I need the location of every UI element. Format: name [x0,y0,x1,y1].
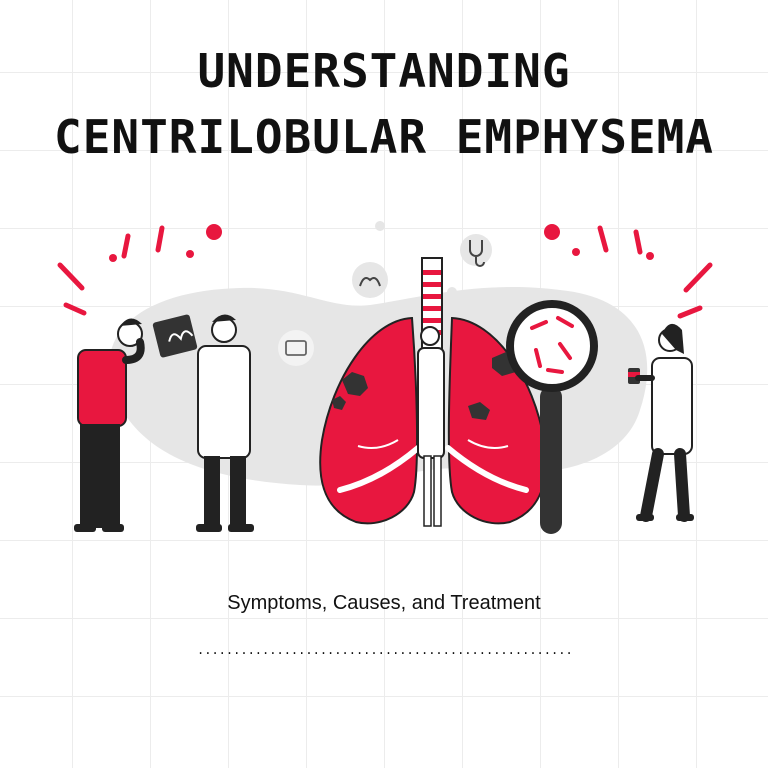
page-title: UNDERSTANDING CENTRILOBULAR EMPHYSEMA [0,38,768,170]
stethoscope-icon [460,234,492,266]
dotted-divider: ........................................… [197,643,571,657]
subtitle: Symptoms, Causes, and Treatment [227,592,541,614]
magnifying-glass-icon [506,300,598,534]
burst-lines-right [597,225,713,319]
pharmacist-figure [628,323,694,522]
damage-spot [332,396,346,410]
lungs-illustration [57,221,713,534]
small-doctor-figure [417,326,445,527]
title-line-1: UNDERSTANDING [197,44,571,98]
burst-dot-left-3 [109,254,117,262]
burst-dot-left-1 [206,224,222,240]
title-line-2: CENTRILOBULAR EMPHYSEMA [54,110,714,164]
burst-lines-left [57,225,165,316]
patient-figure [74,318,145,532]
doctor-figure [152,314,254,532]
xray-sheet [152,314,198,358]
damage-spot [342,372,368,396]
burst-dot-right-3 [646,252,654,260]
damage-spot [468,402,490,420]
first-aid-kit-icon [278,330,314,366]
burst-dot-right-1 [544,224,560,240]
burst-dot-right-2 [572,248,580,256]
burst-dot-left-2 [186,250,194,258]
